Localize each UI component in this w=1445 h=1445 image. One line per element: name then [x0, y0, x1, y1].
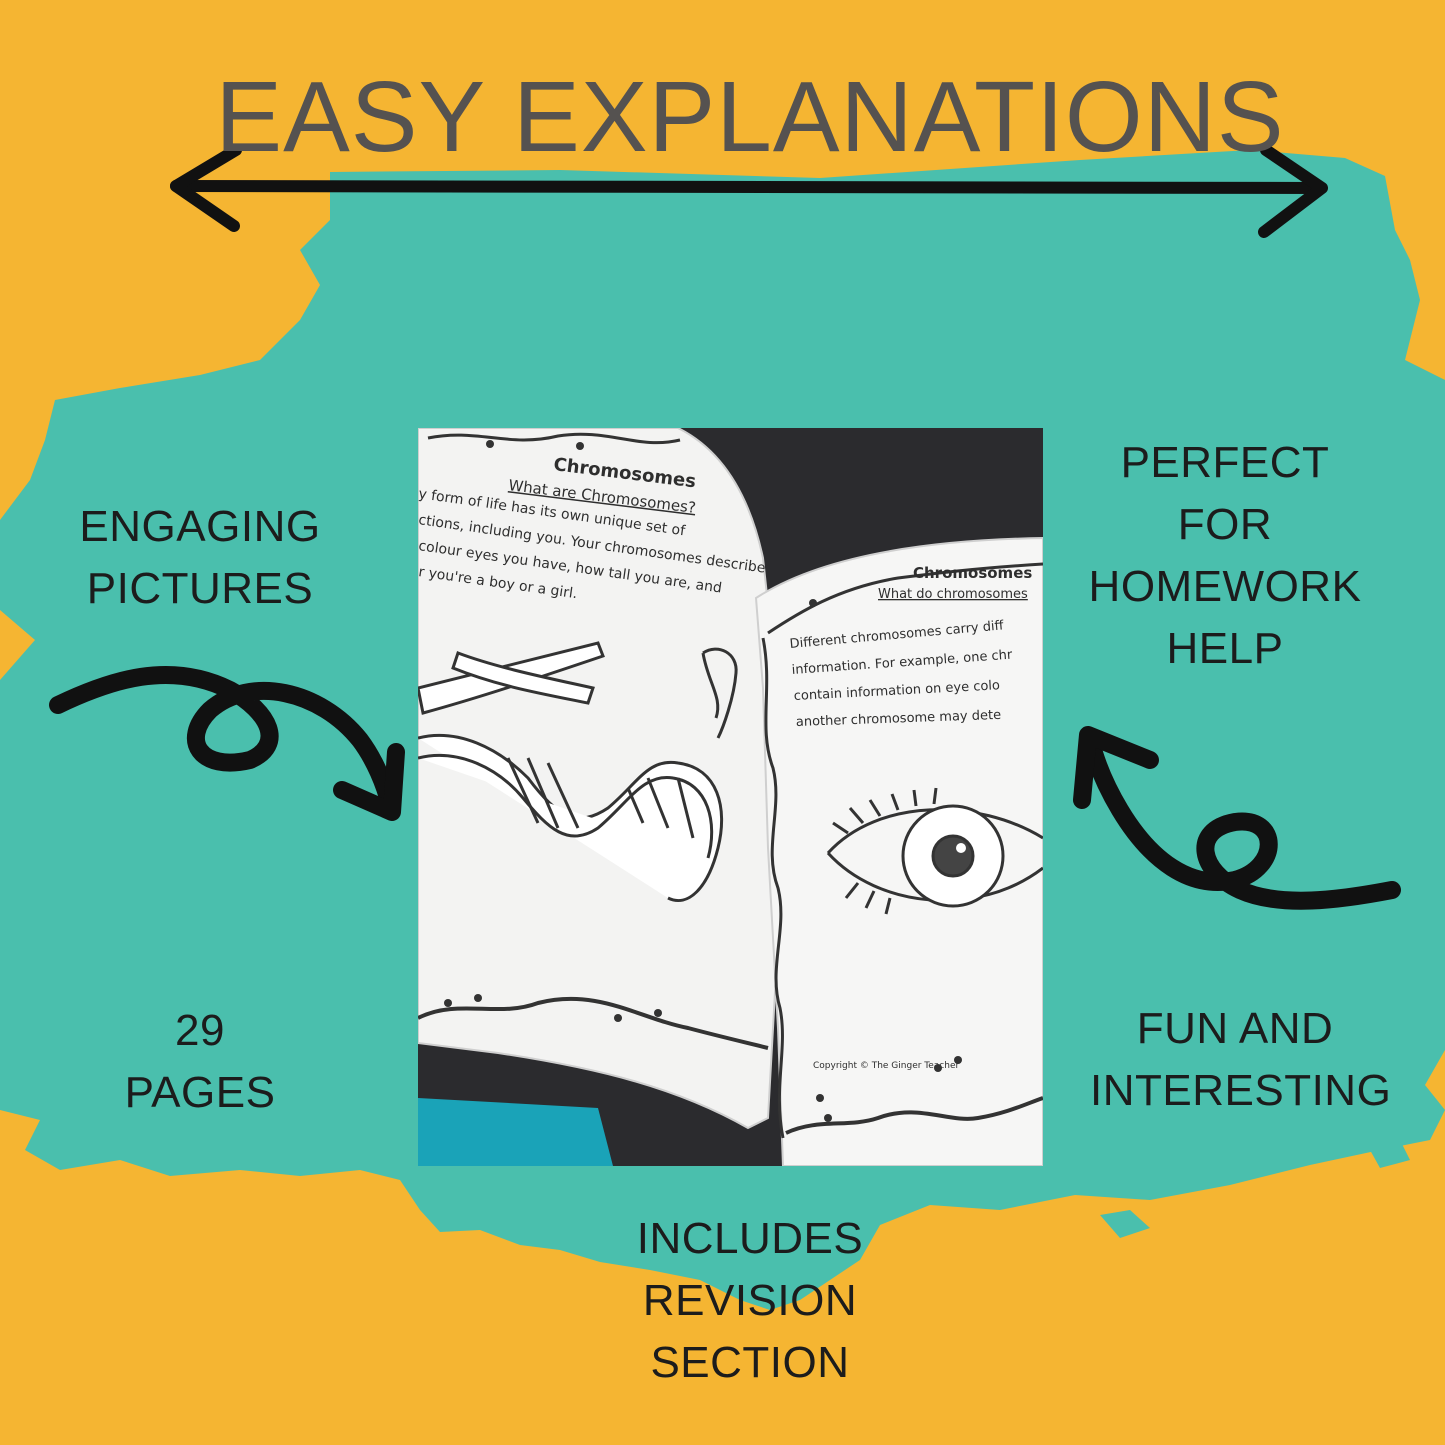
feature-line: FUN AND: [1136, 1004, 1334, 1053]
curly-arrow-right-icon: [49, 665, 405, 821]
dna-helix-illustration: [418, 733, 724, 902]
right-page-subheading: What do chromosomes: [878, 587, 1028, 602]
feature-line: INTERESTING: [1090, 1066, 1392, 1115]
feature-line: INCLUDES: [636, 1214, 864, 1263]
feature-homework-help: PERFECT FOR HOMEWORK HELP: [1070, 432, 1380, 680]
teal-paint-splatter: [1100, 1140, 1410, 1238]
feature-engaging-pictures: ENGAGING PICTURES: [60, 496, 340, 620]
feature-line: PERFECT FOR: [1120, 438, 1330, 549]
double-arrow-icon: [170, 144, 1328, 238]
right-page-line: another chromosome may dete: [796, 708, 1002, 730]
feature-line: REVISION: [642, 1276, 858, 1325]
curly-arrow-left-icon: [1073, 726, 1401, 910]
book-photo: Chromosomes What are Chromosomes? y form…: [418, 428, 1043, 1166]
eye-illustration: [826, 787, 1043, 915]
book-photo-art: Chromosomes What are Chromosomes? y form…: [418, 428, 1043, 1166]
feature-line: HOMEWORK: [1088, 562, 1362, 611]
feature-line: 29: [175, 1006, 225, 1055]
right-page-heading: Chromosomes: [913, 564, 1032, 582]
right-page: [754, 536, 1043, 1166]
feature-line: HELP: [1166, 624, 1284, 673]
chromosome-illustration: [418, 641, 738, 739]
page-title: EASY EXPLANATIONS: [215, 61, 1285, 173]
feature-revision-section: INCLUDES REVISION SECTION: [610, 1208, 890, 1394]
left-page: [418, 428, 785, 1130]
feature-line: PAGES: [124, 1068, 276, 1117]
teal-folder: [418, 1098, 613, 1166]
feature-page-count: 29 PAGES: [90, 1000, 310, 1124]
feature-fun-interesting: FUN AND INTERESTING: [1090, 998, 1392, 1122]
feature-line: PICTURES: [86, 564, 314, 613]
copyright-text: Copyright © The Ginger Teacher: [813, 1061, 959, 1071]
feature-line: ENGAGING: [79, 502, 321, 551]
feature-line: SECTION: [650, 1338, 850, 1387]
